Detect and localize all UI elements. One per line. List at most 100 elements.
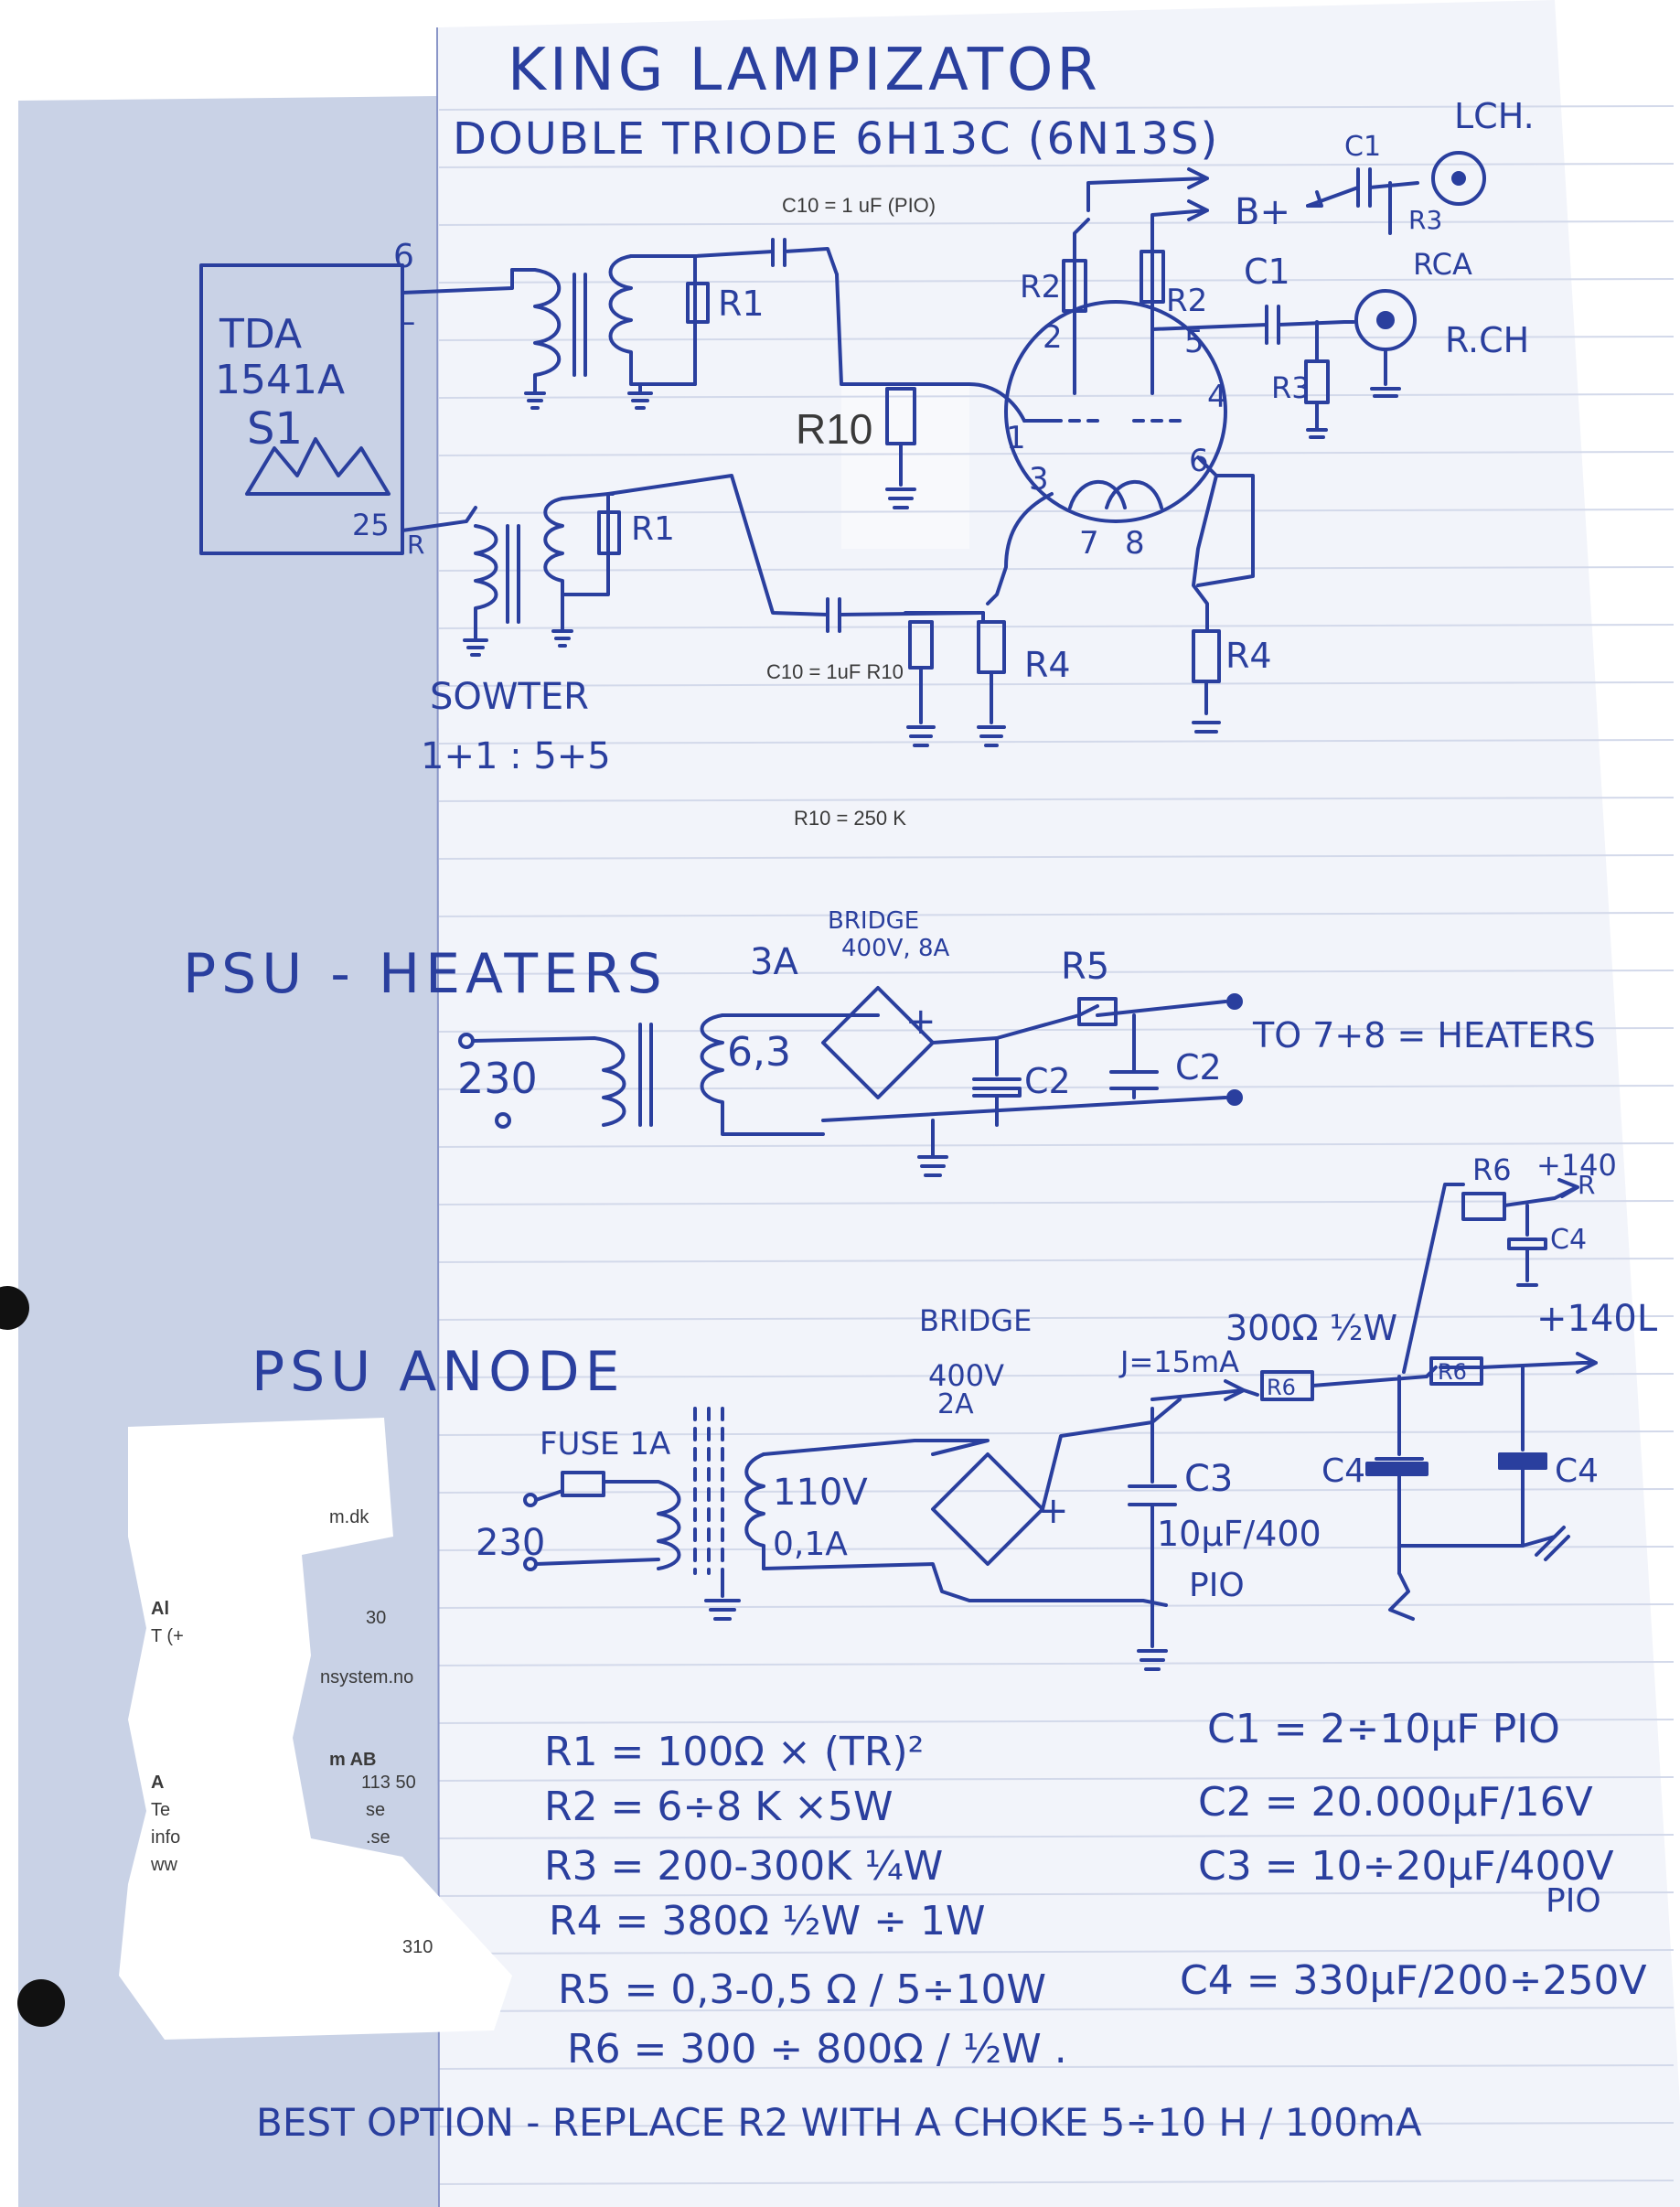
anode-bridge-voltage: 400V: [928, 1358, 1004, 1393]
ruled-line: [438, 1776, 1675, 1782]
notebook-page: [437, 0, 1680, 2207]
bg-line: ww: [150, 1855, 177, 1875]
pin-l-number: 6: [393, 238, 414, 275]
back-sheet-text: m.dk Al T (+ 30 nsystem.no A m AB 113 50…: [150, 1507, 433, 1957]
bg-line: 310: [402, 1937, 433, 1957]
ruled-line: [438, 1488, 1675, 1494]
ruled-line: [438, 739, 1675, 745]
r10-label: R10: [796, 405, 872, 453]
heaters-fuse: 3A: [750, 941, 798, 983]
pin-l-label: L: [398, 297, 414, 332]
c1-top-label: C1: [1344, 131, 1381, 163]
pin-label: 6: [1189, 443, 1209, 479]
value-r5: R5 = 0,3-0,5 Ω / 5÷10W: [558, 1966, 1046, 2013]
heaters-plus: +: [905, 1001, 936, 1043]
bg-line: 113 50: [361, 1773, 416, 1793]
ruled-line: [438, 1027, 1675, 1033]
footer-note: BEST OPTION - REPLACE R2 WITH A CHOKE 5÷…: [256, 2100, 1422, 2145]
psu-anode-title: PSU ANODE: [251, 1340, 626, 1404]
ruled-line: [438, 1200, 1675, 1205]
r3-label: R3: [1271, 370, 1311, 405]
value-r3: R3 = 200-300K ¼W: [544, 1843, 943, 1890]
value-c2: C2 = 20.000μF/16V: [1198, 1779, 1593, 1826]
ruled-line: [438, 912, 1675, 917]
pasted-label-box: [841, 384, 969, 549]
r2-left-label: R2: [1020, 269, 1061, 305]
sowter-ratio: 1+1 : 5+5: [421, 735, 611, 777]
anode-plus: +: [1038, 1490, 1069, 1532]
values-right: C1 = 2÷10μF PIO C2 = 20.000μF/16V C3 = 1…: [1180, 1706, 1647, 2004]
ruled-line: [438, 393, 1675, 399]
bg-line: se: [366, 1800, 385, 1820]
binder-hole: [0, 1286, 29, 1330]
redaction-left: [119, 1418, 512, 2040]
c3-value: 10μF/400: [1157, 1514, 1322, 1554]
rca-out-label: R.CH: [1445, 320, 1529, 360]
r2-right-label: R2: [1166, 283, 1207, 319]
ruled-line: [438, 1085, 1675, 1090]
rca-top-label: RCA: [1413, 247, 1472, 282]
ruled-line: [438, 1719, 1675, 1724]
bg-line: A: [151, 1773, 164, 1793]
dac-chip-label: TDA: [219, 311, 302, 358]
output-coupling: [1150, 151, 1486, 439]
bplus-label: B+: [1235, 191, 1290, 233]
ruled-line: [438, 105, 1675, 111]
r6b-label: R6: [1438, 1359, 1467, 1385]
r6-spec: 300Ω ½W: [1225, 1308, 1397, 1348]
page-title: KING LAMPIZATOR: [508, 37, 1101, 104]
ruled-lines: [438, 105, 1675, 2185]
dac-variant: S1: [247, 403, 303, 455]
bg-line: m.dk: [329, 1507, 369, 1527]
heaters-output: TO 7+8 = HEATERS: [1252, 1015, 1596, 1055]
pin-r-label: R: [407, 530, 424, 560]
ruled-line: [438, 1891, 1675, 1897]
ruled-line: [438, 336, 1675, 341]
ruled-line: [438, 1949, 1675, 1955]
heaters-bridge-rating: 400V, 8A: [841, 935, 949, 962]
ruled-line: [438, 1315, 1675, 1321]
bg-line: Al: [151, 1599, 169, 1619]
c2a-label: C2: [1024, 1061, 1071, 1101]
c4-right-label: C4: [1555, 1452, 1599, 1490]
anode-bridge-current: 2A: [937, 1388, 974, 1420]
pin-label: 3: [1029, 461, 1049, 498]
ruled-line: [438, 509, 1675, 514]
channel-label: LCH.: [1454, 96, 1535, 136]
pin-label: 2: [1043, 319, 1063, 356]
ruled-line: [438, 1430, 1675, 1436]
tube-pins: 1 2 3 4 5 6 7 8: [1006, 319, 1227, 562]
r6-top-label: R6: [1472, 1152, 1512, 1187]
ruled-line: [438, 970, 1675, 975]
c4-top-label: C4: [1550, 1224, 1587, 1256]
ruled-line: [438, 1661, 1675, 1666]
r4-right-label: R4: [1225, 636, 1272, 676]
input-transformer-left: [510, 238, 839, 410]
ruled-line: [438, 1603, 1675, 1609]
ruled-line: [438, 278, 1675, 284]
c10-top-note: C10 = 1 uF (PIO): [782, 194, 936, 217]
c2b-label: C2: [1175, 1047, 1222, 1087]
ruled-line: [438, 220, 1675, 226]
heaters-bridge: BRIDGE: [828, 907, 919, 935]
ruled-line: [438, 566, 1675, 572]
r6a-label: R6: [1267, 1375, 1296, 1400]
anode-secondary: 110V: [773, 1472, 868, 1514]
ruled-line: [438, 163, 1675, 168]
anode-circuit: [523, 1178, 1598, 1671]
r4-left-label: R4: [1024, 645, 1071, 685]
bg-line: m AB: [329, 1750, 376, 1770]
ruled-line: [438, 2180, 1675, 2185]
top-voltage: +140: [1536, 1148, 1617, 1183]
ruled-line: [438, 1258, 1675, 1263]
input-transformer-right: [463, 474, 985, 657]
out-voltage: +140L: [1536, 1298, 1658, 1340]
pin-label: 1: [1006, 420, 1026, 456]
r1-label: R1: [718, 284, 765, 324]
value-r2: R2 = 6÷8 K ×5W: [544, 1784, 893, 1830]
heaters-circuit: [458, 986, 1243, 1177]
r5-label: R5: [1061, 946, 1109, 988]
ruled-line: [438, 624, 1675, 629]
pin-label: 4: [1207, 379, 1227, 415]
